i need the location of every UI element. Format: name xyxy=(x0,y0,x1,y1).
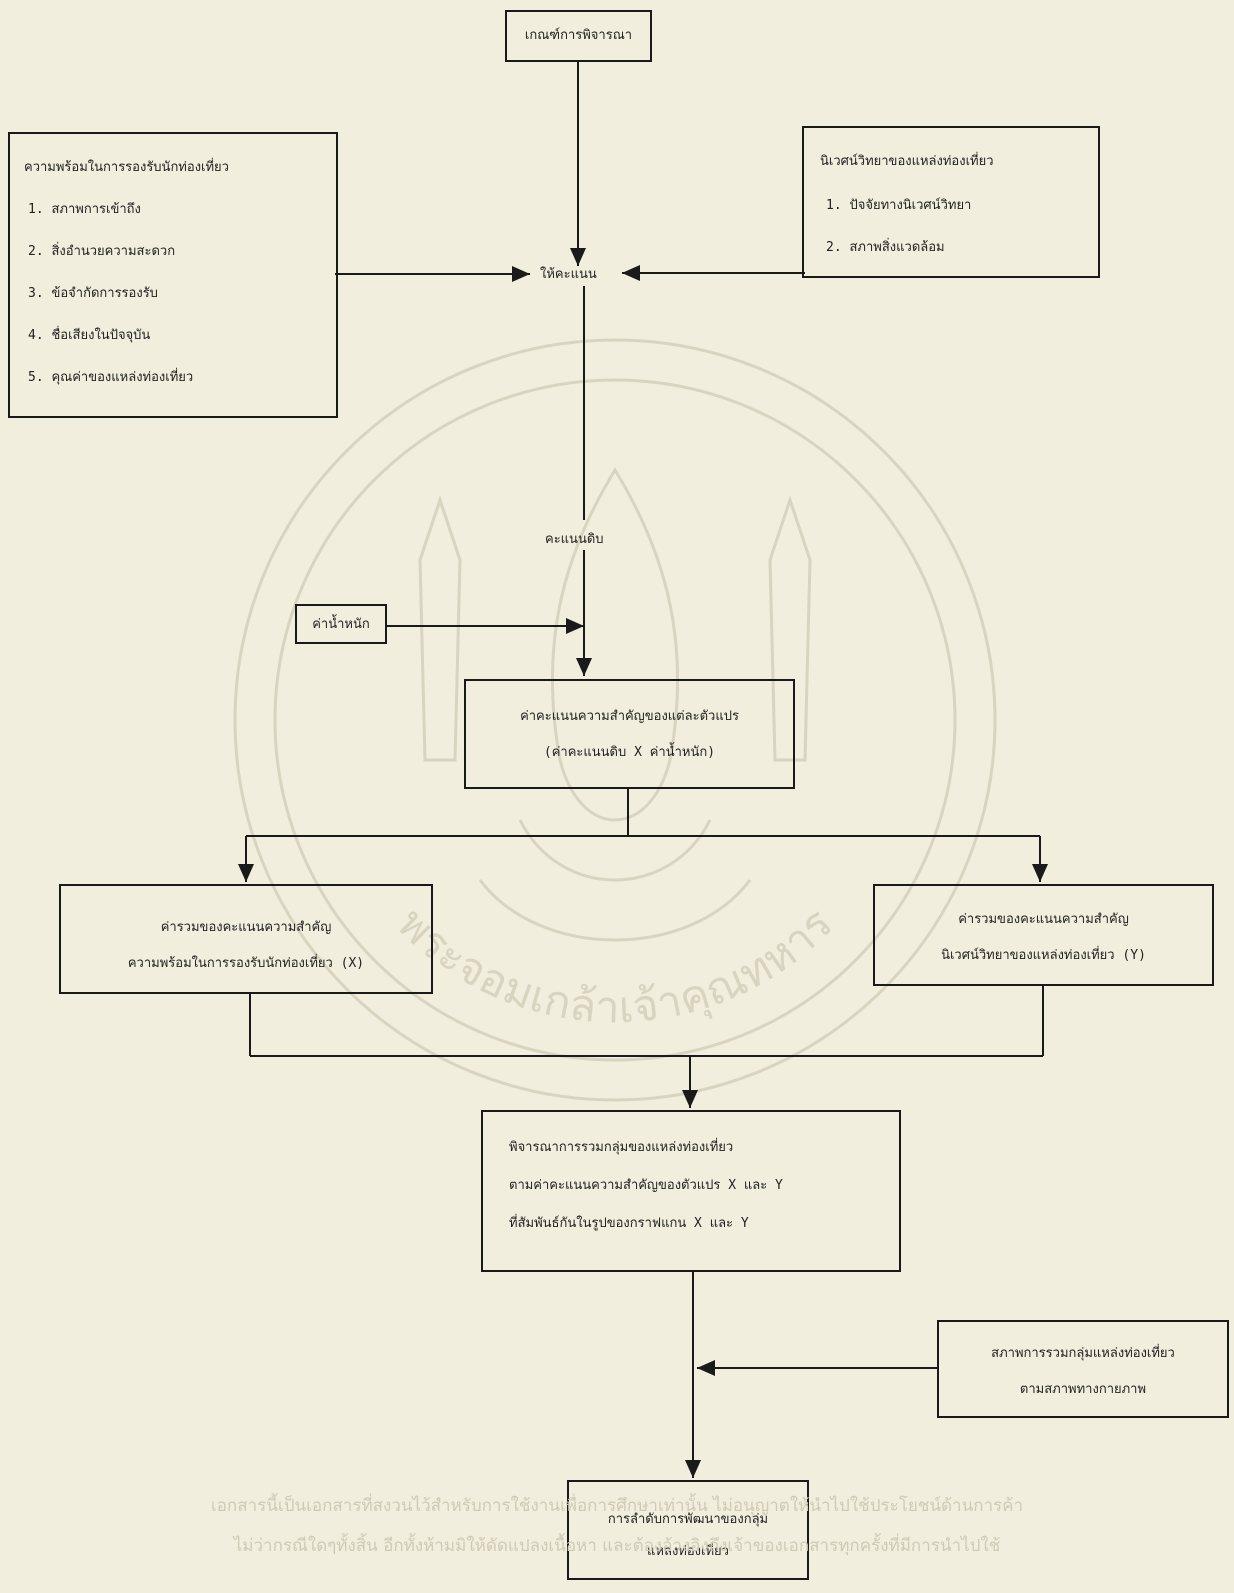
grouping-line-2: ตามค่าคะแนนความสำคัญของตัวแปร X และ Y xyxy=(509,1178,783,1193)
physical-line-1: สภาพการรวมกลุ่มแหล่งท่องเที่ยว xyxy=(991,1346,1175,1361)
importance-line-2: (ค่าคะแนนดิบ X ค่าน้ำหนัก) xyxy=(543,745,716,760)
scoring-label: ให้คะแนน xyxy=(540,267,597,282)
weight-box: ค่าน้ำหนัก xyxy=(295,604,387,644)
readiness-item-2: 2. สิ่งอำนวยความสะดวก xyxy=(28,244,176,259)
raw-score-label: คะแนนดิบ xyxy=(545,532,604,547)
criteria-box: เกณฑ์การพิจารณา xyxy=(505,10,652,62)
importance-box: ค่าคะแนนความสำคัญของแต่ละตัวแปร (ค่าคะแน… xyxy=(464,679,795,789)
watermark-line-2: ไม่ว่ากรณีใดๆทั้งสิ้น อีกทั้งห้ามมิให้ดั… xyxy=(233,1536,1001,1556)
readiness-title: ความพร้อมในการรองรับนักท่องเที่ยว xyxy=(24,160,229,175)
sum-x-line-2: ความพร้อมในการรองรับนักท่องเที่ยว (X) xyxy=(127,956,365,971)
ecology-box: นิเวศน์วิทยาของแหล่งท่องเที่ยว 1. ปัจจัย… xyxy=(802,126,1100,278)
readiness-item-5: 5. คุณค่าของแหล่งท่องเที่ยว xyxy=(28,370,194,385)
grouping-line-3: ที่สัมพันธ์กันในรูปของกราฟแกน X และ Y xyxy=(509,1216,749,1231)
sum-x-line-1: ค่ารวมของคะแนนความสำคัญ xyxy=(160,920,332,935)
importance-line-1: ค่าคะแนนความสำคัญของแต่ละตัวแปร xyxy=(520,709,739,724)
grouping-line-1: พิจารณาการรวมกลุ่มของแหล่งท่องเที่ยว xyxy=(509,1140,734,1155)
ranking-line-2: แหล่งท่องเที่ยว xyxy=(647,1544,729,1559)
grouping-box: พิจารณาการรวมกลุ่มของแหล่งท่องเที่ยว ตาม… xyxy=(481,1110,901,1272)
physical-box: สภาพการรวมกลุ่มแหล่งท่องเที่ยว ตามสภาพทา… xyxy=(937,1320,1229,1418)
criteria-label: เกณฑ์การพิจารณา xyxy=(524,28,633,43)
watermark-line-1: เอกสารนี้เป็นเอกสารที่สงวนไว้สำหรับการใช… xyxy=(210,1496,1024,1516)
sum-y-line-2: นิเวศน์วิทยาของแหล่งท่องเที่ยว (Y) xyxy=(941,948,1146,963)
ecology-title: นิเวศน์วิทยาของแหล่งท่องเที่ยว xyxy=(820,154,994,169)
readiness-item-4: 4. ชื่อเสียงในปัจจุบัน xyxy=(28,328,151,343)
sum-y-line-1: ค่ารวมของคะแนนความสำคัญ xyxy=(958,912,1129,927)
physical-line-2: ตามสภาพทางกายภาพ xyxy=(1019,1382,1147,1397)
sum-x-box: ค่ารวมของคะแนนความสำคัญ ความพร้อมในการรอ… xyxy=(59,884,433,994)
readiness-item-1: 1. สภาพการเข้าถึง xyxy=(28,202,141,217)
ecology-item-1: 1. ปัจจัยทางนิเวศน์วิทยา xyxy=(826,198,972,213)
sum-y-box: ค่ารวมของคะแนนความสำคัญ นิเวศน์วิทยาของแ… xyxy=(873,884,1214,986)
weight-label: ค่าน้ำหนัก xyxy=(312,617,370,632)
ranking-box: การลำดับการพัฒนาของกลุ่ม แหล่งท่องเที่ยว xyxy=(567,1480,809,1580)
readiness-box: ความพร้อมในการรองรับนักท่องเที่ยว 1. สภา… xyxy=(8,132,338,418)
ecology-item-2: 2. สภาพสิ่งแวดล้อม xyxy=(826,240,945,255)
readiness-item-3: 3. ข้อจำกัดการรองรับ xyxy=(28,286,158,301)
ranking-line-1: การลำดับการพัฒนาของกลุ่ม xyxy=(607,1512,769,1527)
